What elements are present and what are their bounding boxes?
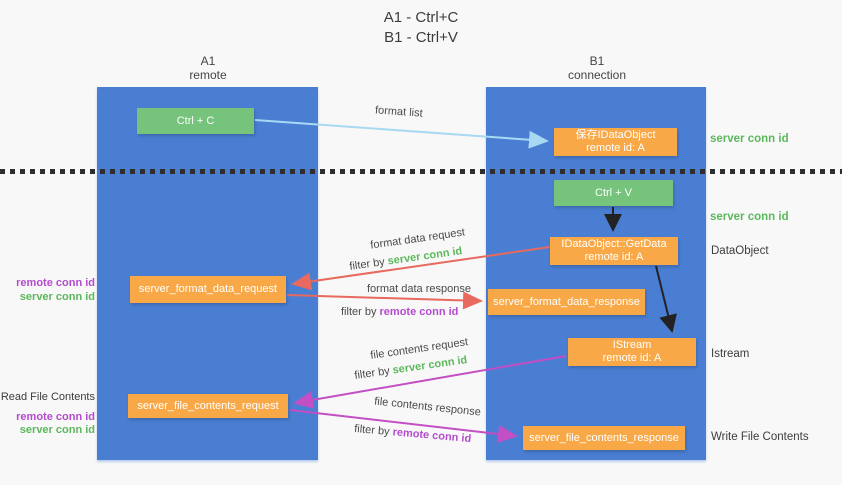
filter-by-text: filter by [341,306,377,318]
node-format-response-label: server_format_data_response [493,295,640,308]
node-server-format-data-response: server_format_data_response [488,289,645,315]
label-filter-file-response: filter by remote conn id [354,423,472,445]
title-line-b1: B1 - Ctrl+V [384,29,458,46]
filter-by-text: filter by [348,256,386,273]
diagram-title: A1 - Ctrl+C B1 - Ctrl+V [0,8,842,48]
server-conn-id-text: server conn id [391,354,469,377]
node-getdata-line2: remote id: A [584,251,644,263]
node-istream-line2: remote id: A [602,352,662,364]
filter-by-text: filter by [353,422,391,438]
node-ctrl-c-label: Ctrl + C [176,114,215,127]
node-server-file-contents-response: server_file_contents_response [523,426,685,450]
filter-by-text: filter by [353,365,391,382]
node-ctrl-v-label: Ctrl + V [595,186,632,199]
right-label-server-conn-id-2: server conn id [710,211,789,223]
column-header-b1: B1 connection [486,54,708,82]
column-a1-name: A1 [200,54,216,68]
node-istream: IStream remote id: A [568,338,696,366]
label-filter-format-response: filter by remote conn id [341,306,458,318]
right-label-write-file-contents: Write File Contents [711,431,809,443]
node-ctrl-c: Ctrl + C [137,108,254,134]
right-label-dataobject: DataObject [711,245,769,257]
label-filter-format-request: filter by server conn id [349,245,463,273]
column-header-a1: A1 remote [97,54,319,82]
column-b1-name: B1 [589,54,605,68]
node-server-format-data-request: server_format_data_request [130,276,286,303]
node-format-request-label: server_format_data_request [138,283,278,295]
left-label-server-conn-id-1: server conn id [19,291,95,303]
label-format-list: format list [374,104,424,120]
left-label-read-file-contents: Read File Contents [0,391,95,403]
server-conn-id-text: server conn id [386,245,464,268]
node-ctrl-v: Ctrl + V [554,180,673,206]
left-label-server-conn-id-2: server conn id [19,424,95,436]
column-a1-subtitle: remote [189,68,227,82]
remote-conn-id-text: remote conn id [392,426,472,446]
node-getdata-line1: IDataObject::GetData [561,238,667,250]
title-line-a1: A1 - Ctrl+C [383,9,459,26]
node-idataobject-getdata: IDataObject::GetData remote id: A [550,237,678,265]
node-server-file-contents-request: server_file_contents_request [128,394,288,418]
node-save-idataobject-line1: 保存IDataObject [575,129,656,141]
node-file-request-label: server_file_contents_request [137,399,279,412]
node-istream-line1: IStream [612,339,652,351]
node-file-response-label: server_file_contents_response [529,431,679,444]
phase-separator-dotted-line [0,169,842,174]
right-label-server-conn-id-1: server conn id [710,133,789,145]
left-label-remote-conn-id-2: remote conn id [16,411,95,423]
right-label-istream: Istream [711,348,750,360]
left-label-remote-conn-id-1: remote conn id [16,277,95,289]
node-save-idataobject-line2: remote id: A [586,142,645,154]
label-format-data-response: format data response [367,283,471,295]
remote-conn-id-text: remote conn id [379,306,459,318]
column-b1-subtitle: connection [567,68,627,82]
label-file-contents-response: file contents response [373,395,482,419]
node-save-idataobject: 保存IDataObject remote id: A [554,128,677,156]
